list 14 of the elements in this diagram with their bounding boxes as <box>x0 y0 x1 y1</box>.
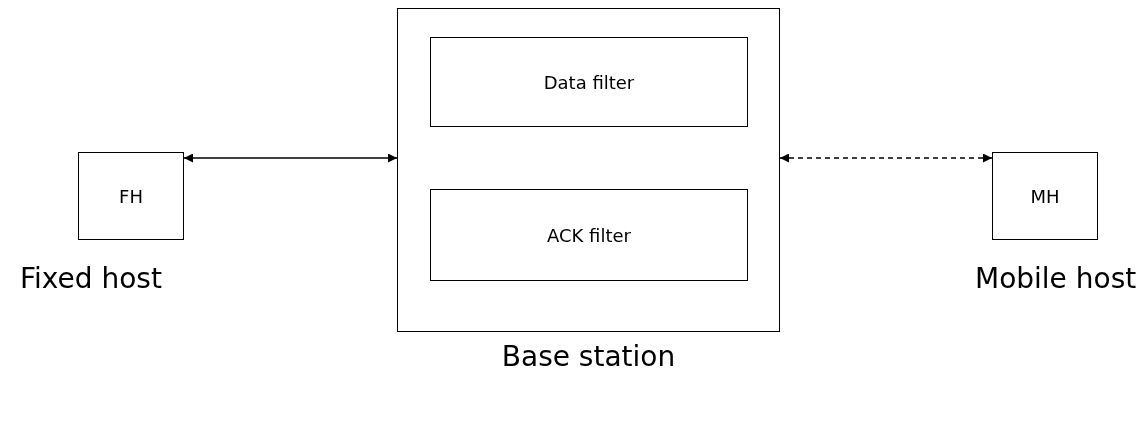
node-label: ACK filter <box>547 224 631 246</box>
caption-text: Fixed host <box>20 262 162 295</box>
arrow <box>183 153 398 163</box>
node-label: FH <box>119 185 143 207</box>
node-label: MH <box>1030 185 1060 207</box>
caption-text: Base station <box>500 340 677 373</box>
base-station-box <box>397 8 780 332</box>
process-box <box>430 37 748 127</box>
dashed-arrow <box>779 153 993 163</box>
node-label: Data filter <box>543 71 635 93</box>
caption-text: Mobile host <box>975 262 1137 295</box>
process-box <box>992 152 1098 240</box>
process-box <box>78 152 184 240</box>
process-box <box>430 189 748 281</box>
